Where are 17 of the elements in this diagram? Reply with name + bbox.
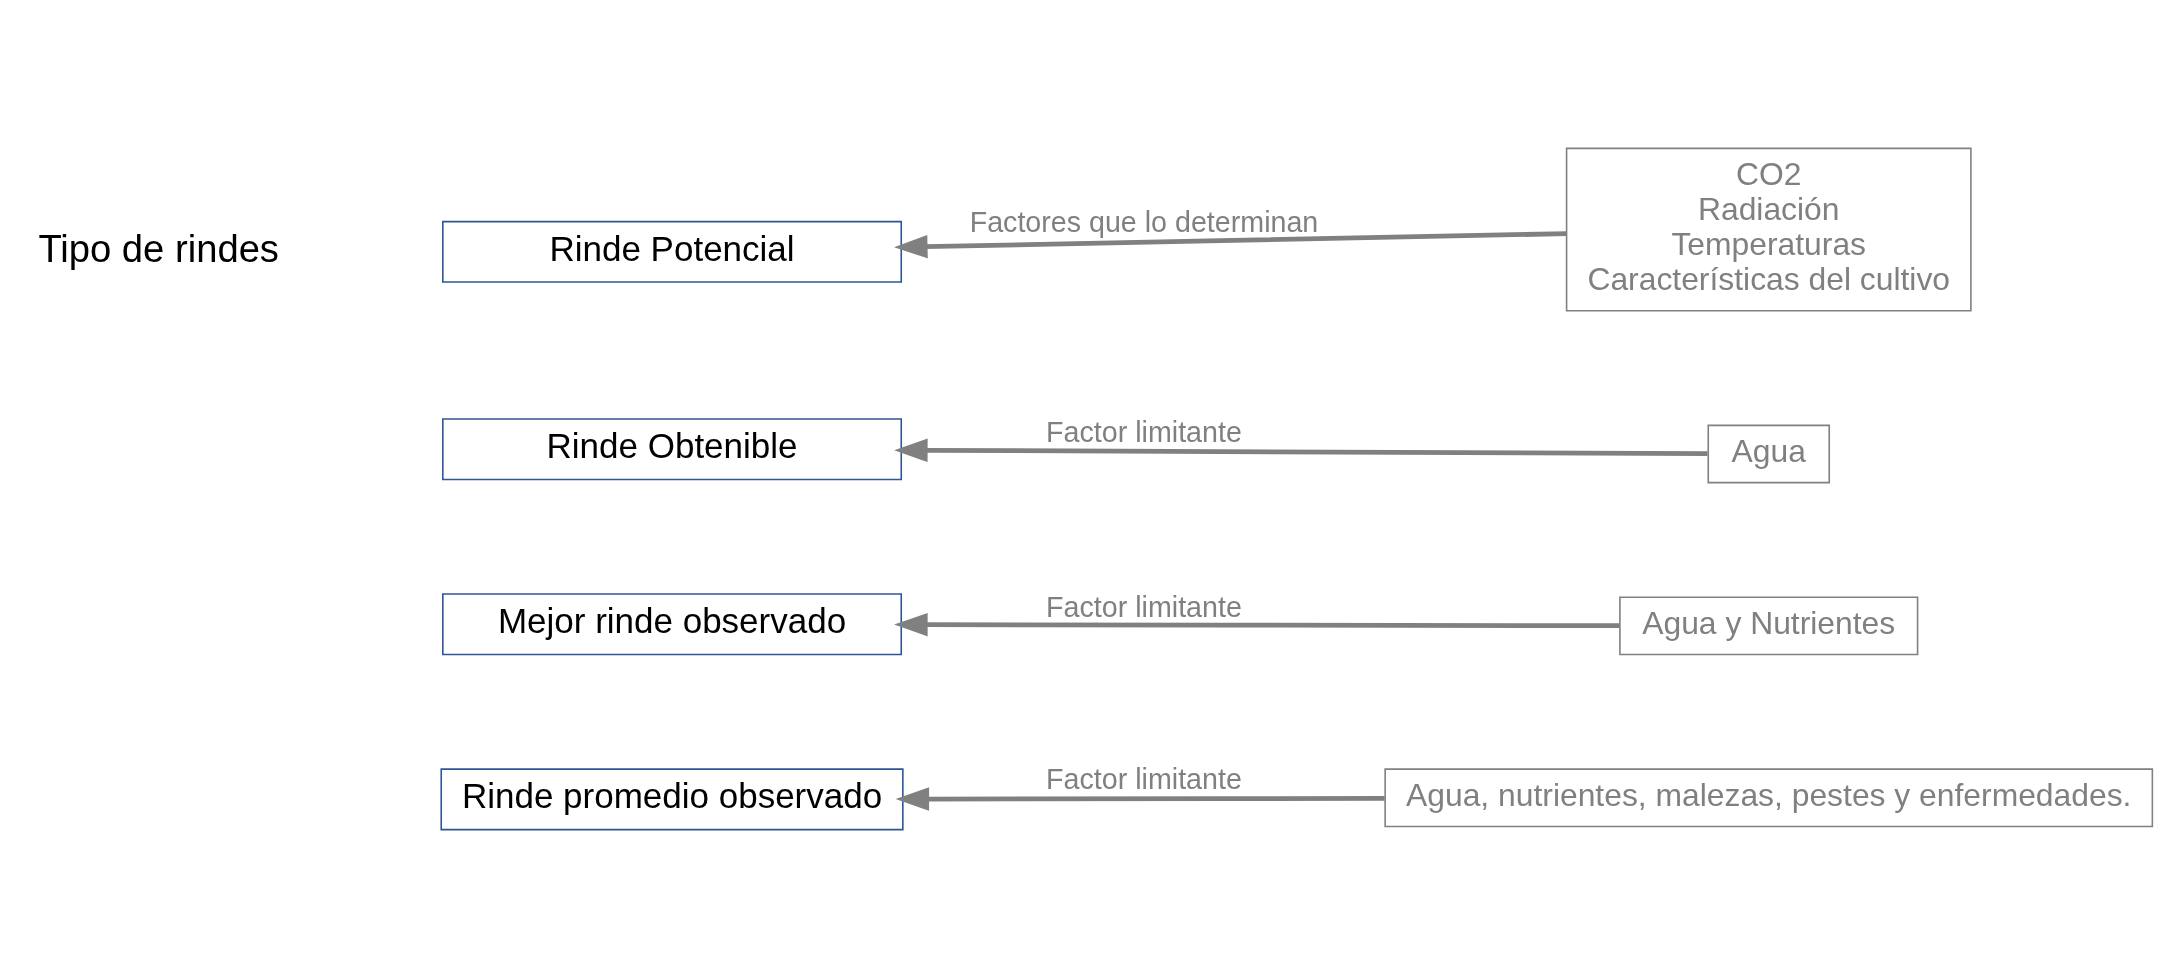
arrow (894, 438, 1708, 463)
node-box: Agua y Nutrientes (1619, 596, 1919, 656)
edge-label: Factor limitante (1046, 415, 1242, 448)
edge-label: Factor limitante (1046, 590, 1242, 623)
arrow (895, 787, 1385, 811)
arrow (894, 231, 1567, 259)
node-box: Agua, nutrientes, malezas, pestes y enfermedades. (1384, 768, 2154, 828)
arrow (894, 612, 1620, 637)
node-box: Agua (1707, 424, 1831, 484)
node-box: Rinde Obtenible (442, 418, 903, 481)
label: Tipo de rindes (38, 226, 279, 270)
edge-label: Factor limitante (1046, 762, 1242, 795)
node-box: Rinde Potencial (442, 220, 903, 283)
edge-label: Factores que lo determinan (969, 205, 1319, 238)
node-box: Mejor rinde observado (442, 593, 903, 656)
node-box: Rinde promedio observado (440, 768, 904, 831)
node-box: CO2 Radiación Temperaturas Características del cultivo (1565, 147, 1972, 312)
